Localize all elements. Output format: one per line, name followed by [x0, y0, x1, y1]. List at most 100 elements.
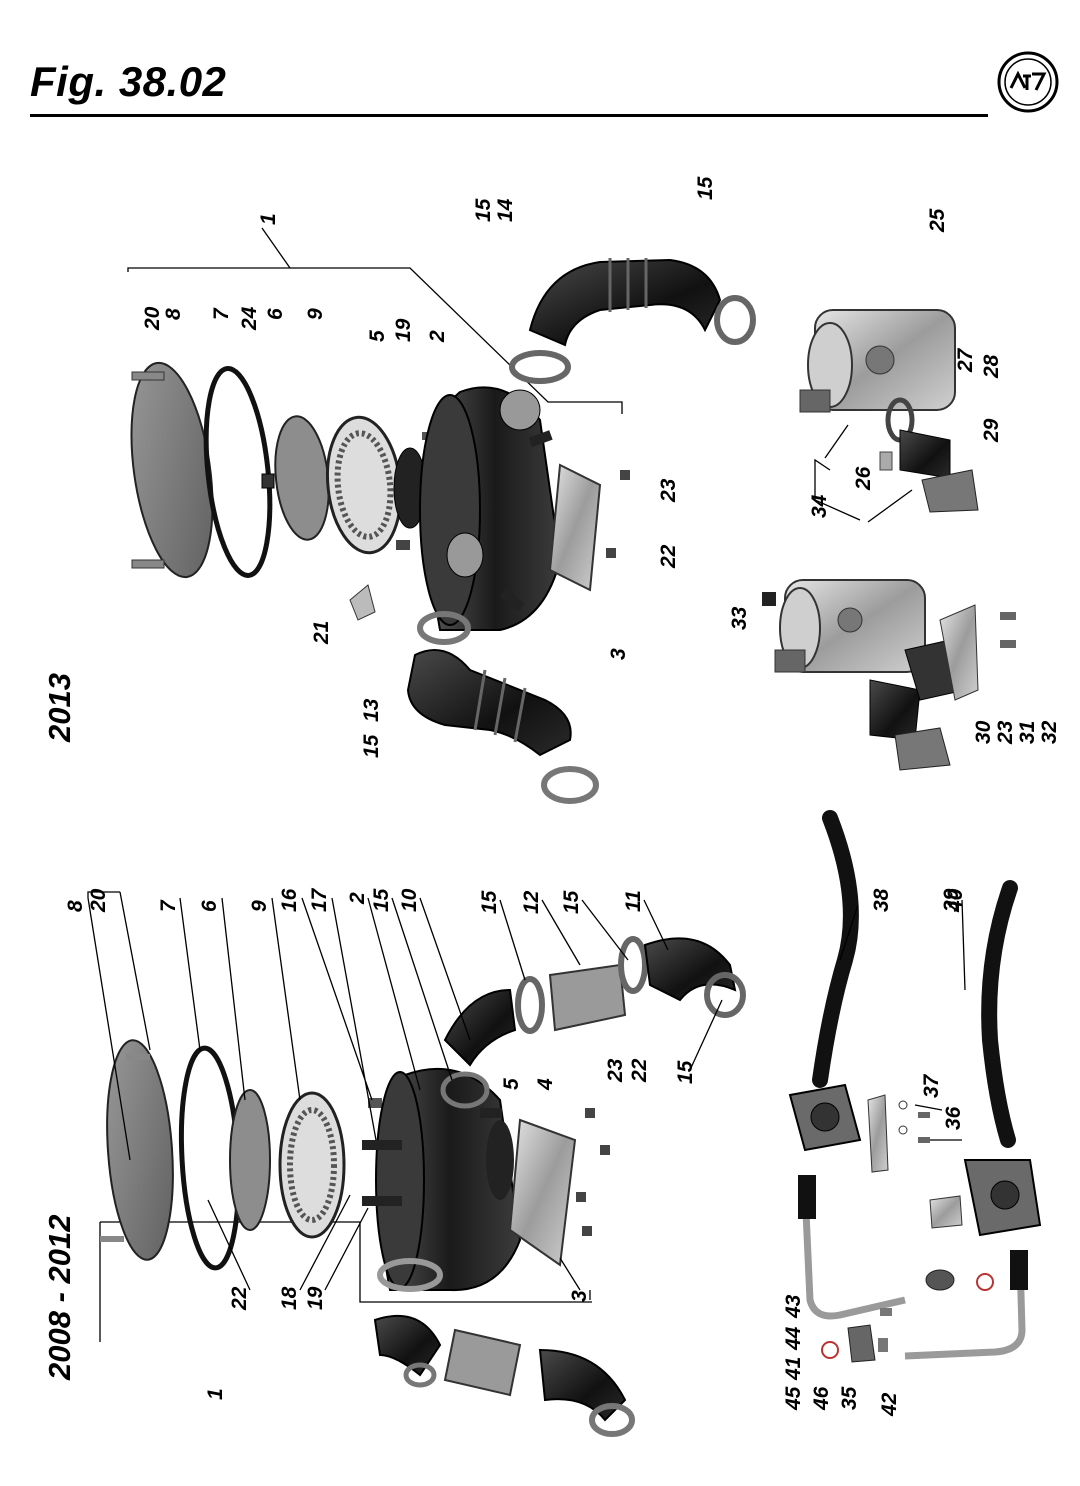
label-22: 22 — [628, 1058, 651, 1083]
nut — [576, 1192, 586, 1202]
label-34: 34 — [808, 494, 831, 518]
label-5: 5 — [500, 1078, 523, 1090]
intake-hose-upper — [528, 258, 722, 347]
hose-clamp — [541, 766, 599, 804]
leader-line — [261, 227, 291, 269]
label-43: 43 — [782, 1294, 805, 1319]
label-25: 25 — [926, 208, 949, 233]
fuel-hose — [981, 880, 1018, 1148]
screw — [878, 1338, 888, 1352]
hose-clamp — [618, 936, 648, 994]
label-11: 11 — [622, 890, 645, 912]
label-15: 15 — [674, 1060, 697, 1084]
bolt — [396, 540, 410, 550]
label-16: 16 — [278, 888, 301, 912]
flange-gasket — [921, 469, 979, 513]
label-46: 46 — [810, 1386, 833, 1411]
label-3: 3 — [568, 1290, 591, 1302]
hose-clamp — [403, 1362, 437, 1388]
label-13: 13 — [360, 698, 383, 722]
label-40: 40 — [944, 888, 967, 913]
label-33: 33 — [728, 606, 751, 630]
connector-tube — [443, 1328, 522, 1397]
label-7: 7 — [210, 307, 233, 320]
leader-lines — [87, 891, 966, 1300]
nut — [600, 1145, 610, 1155]
fuel-petcock-lower — [963, 1159, 1042, 1237]
clip-part — [261, 473, 275, 489]
label-22: 22 — [657, 544, 680, 569]
mounting-bracket — [508, 1118, 577, 1267]
label-15: 15 — [472, 198, 495, 222]
label-19: 19 — [304, 1286, 327, 1310]
intake-hose-lower — [406, 649, 572, 757]
label-2: 2 — [426, 330, 449, 343]
title-rule — [30, 114, 988, 117]
assembly-2013 — [127, 227, 1016, 804]
carburetor-upper — [799, 309, 956, 413]
label-30: 30 — [972, 720, 995, 744]
intake-hose — [373, 1314, 442, 1377]
assembly-2008-2012 — [99, 810, 1042, 1437]
label-37: 37 — [920, 1073, 943, 1098]
hose-section — [1010, 1250, 1028, 1290]
brand-emblem-icon — [997, 51, 1059, 113]
intake-hose — [443, 988, 517, 1067]
label-36: 36 — [942, 1106, 965, 1130]
cap-part — [762, 592, 776, 606]
label-15: 15 — [370, 888, 393, 912]
label-45: 45 — [782, 1386, 805, 1411]
label-38: 38 — [870, 888, 893, 912]
o-ring — [821, 1341, 839, 1359]
label-42: 42 — [878, 1392, 901, 1417]
nut — [585, 1108, 595, 1118]
label-15: 15 — [560, 890, 583, 914]
figure-title: Fig. 38.02 — [30, 58, 227, 105]
callout-labels: 1 20 8 7 24 6 9 5 19 2 15 14 15 25 27 28… — [64, 176, 1061, 1417]
label-8: 8 — [64, 900, 87, 912]
screw — [918, 1137, 930, 1143]
carburetor-lower — [774, 579, 951, 771]
label-1: 1 — [257, 213, 280, 225]
nut — [582, 1226, 592, 1236]
label-9: 9 — [304, 308, 327, 320]
label-1: 1 — [204, 1388, 227, 1400]
bolt — [1000, 612, 1016, 620]
fuel-hose — [812, 810, 859, 1088]
label-26: 26 — [852, 466, 875, 491]
leader-line — [814, 424, 913, 523]
hose-section — [798, 1175, 816, 1219]
filter-disc — [229, 1089, 271, 1231]
label-8: 8 — [162, 308, 185, 320]
mounting-bracket — [548, 463, 602, 592]
label-7: 7 — [157, 899, 180, 912]
clamp-part — [349, 584, 376, 621]
label-23: 23 — [604, 1058, 627, 1083]
label-15: 15 — [360, 734, 383, 758]
label-32: 32 — [1038, 720, 1061, 744]
label-3: 3 — [607, 648, 630, 660]
bolt — [1000, 640, 1016, 648]
label-31: 31 — [1016, 721, 1039, 744]
screw — [880, 1308, 892, 1316]
label-20: 20 — [141, 306, 164, 331]
hose-clamp — [515, 976, 545, 1034]
screw — [879, 451, 893, 471]
label-17: 17 — [308, 887, 331, 912]
section-label-2008-2012: 2008 - 2012 — [42, 1215, 77, 1381]
intake-spigot — [899, 429, 951, 479]
section-label-2013: 2013 — [42, 673, 77, 743]
o-ring — [976, 1273, 994, 1291]
fuel-petcock-upper — [788, 1083, 862, 1152]
gasket — [486, 1120, 514, 1200]
label-15: 15 — [694, 176, 717, 200]
label-10: 10 — [398, 888, 421, 912]
label-27: 27 — [954, 347, 977, 373]
label-5: 5 — [366, 330, 389, 342]
washer — [898, 1125, 908, 1135]
hose-clamp — [714, 295, 756, 345]
nut — [620, 470, 630, 480]
label-44: 44 — [782, 1326, 805, 1351]
petcock-bracket — [929, 1195, 963, 1229]
